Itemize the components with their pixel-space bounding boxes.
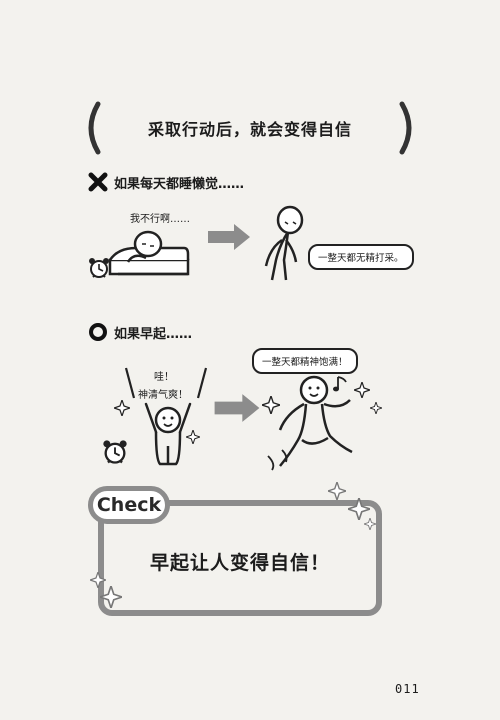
speech-wake-line2: 神清气爽！: [138, 390, 188, 401]
check-tab: Check: [88, 486, 170, 524]
arrow-right-icon: [208, 224, 250, 250]
alarm-clock-icon: [103, 440, 127, 464]
sparkle-icon: [90, 572, 106, 588]
music-note-icon: [333, 376, 347, 392]
sparkle-icon: [354, 382, 370, 398]
section-bad-heading: 如果每天都睡懒觉……: [88, 172, 244, 192]
dancing-figure-illustration: [267, 375, 353, 471]
happy-wake-figure-illustration: [144, 402, 192, 466]
sparkle-icon: [328, 482, 346, 500]
tired-figure-illustration: [264, 205, 304, 281]
sparkle-icon: [186, 430, 200, 444]
excitement-lines: [124, 367, 208, 399]
section-good-heading: 如果早起……: [88, 322, 192, 342]
page-number: 011: [395, 682, 420, 696]
check-message: 早起让人变得自信！: [149, 552, 330, 574]
sparkle-icon: [100, 586, 122, 608]
speech-sleeping: 我不行啊……: [130, 214, 190, 225]
alarm-clock-icon: [89, 258, 109, 278]
speech-energetic: 一整天都精神饱满！: [252, 348, 358, 374]
sparkle-icon: [114, 400, 130, 416]
section-bad-heading-text: 如果每天都睡懒觉……: [114, 176, 245, 192]
sparkle-icon: [348, 498, 370, 520]
speech-wake-line1: 哇！: [154, 372, 174, 383]
title-block: 采取行动后，就会变得自信: [80, 100, 420, 156]
x-mark-icon: [88, 172, 108, 192]
circle-mark-icon: [89, 323, 107, 341]
arrow-right-icon: [214, 394, 260, 422]
right-bracket-icon: [399, 101, 412, 155]
sparkle-icon: [262, 396, 280, 414]
section-good-heading-text: 如果早起……: [114, 326, 193, 342]
speech-tired: 一整天都无精打采。: [308, 244, 414, 270]
page-title: 采取行动后，就会变得自信: [147, 120, 352, 139]
sparkle-icon: [364, 518, 376, 530]
check-frame: [98, 500, 382, 616]
sleeping-figure-illustration: [108, 230, 190, 276]
left-bracket-icon: [88, 101, 101, 155]
sparkle-icon: [370, 402, 382, 414]
